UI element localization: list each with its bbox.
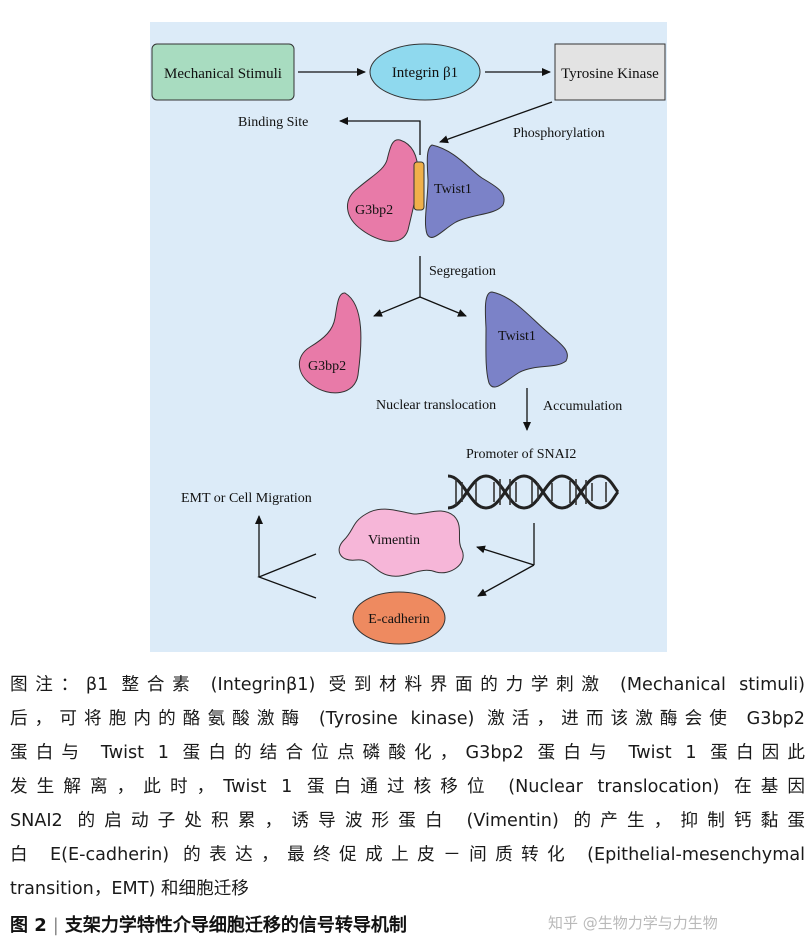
binding-site-bar: [413, 161, 425, 211]
g3bp2-shape-free: [298, 292, 362, 394]
caption-line: 蛋白与 Twist 1 蛋白的结合位点磷酸化，G3bp2 蛋白与 Twist 1…: [10, 743, 805, 763]
tyrosine-kinase-label: Tyrosine Kinase: [561, 66, 659, 82]
promoter-label: Promoter of SNAI2: [466, 447, 576, 462]
tyrosine-kinase-box: [554, 43, 666, 101]
dna-helix-icon: [447, 474, 620, 510]
caption-line: 白 E(E-cadherin) 的表达，最终促成上皮－间质转化 (Epithel…: [10, 845, 805, 865]
arrow-segregation-left: [373, 296, 421, 317]
emt-join-line: [257, 553, 317, 599]
segregation-label: Segregation: [429, 264, 496, 279]
e-cadherin-label: E-cadherin: [368, 612, 429, 627]
caption-line: 发生解离，此时，Twist 1 蛋白通过核移位 (Nuclear translo…: [10, 777, 805, 797]
twist1-shape-free: [484, 291, 568, 388]
nuclear-translocation-label: Nuclear translocation: [376, 398, 496, 413]
integrin-ellipse: [369, 43, 481, 101]
g3bp2-label-complex: G3bp2: [355, 203, 393, 218]
e-cadherin-ellipse: [352, 591, 446, 645]
arrow-to-e-cadherin: [477, 564, 535, 597]
caption-line: 图注：β1 整合素 (Integrinβ1) 受到材料界面的力学刺激 (Mech…: [10, 675, 805, 695]
figure-separator: |: [52, 915, 59, 936]
figure-title: 图 2|支架力学特性介导细胞迁移的信号转导机制: [10, 911, 407, 937]
integrin-label: Integrin β1: [392, 65, 458, 81]
caption-line: transition，EMT) 和细胞迁移: [10, 879, 249, 899]
vimentin-shape: [338, 508, 464, 577]
arrow-binding-site: [339, 117, 421, 155]
g3bp2-shape-complex: [347, 139, 419, 242]
arrow-phosphorylation: [439, 101, 553, 144]
figure-caption: 图注：β1 整合素 (Integrinβ1) 受到材料界面的力学刺激 (Mech…: [10, 668, 805, 906]
arrow-segregation-right: [419, 296, 467, 317]
twist1-label-free: Twist1: [498, 329, 536, 344]
binding-site-label: Binding Site: [238, 115, 308, 130]
accumulation-label: Accumulation: [543, 399, 622, 414]
caption-line: SNAI2 的启动子处积累，诱导波形蛋白 (Vimentin) 的产生，抑制钙黏…: [10, 811, 805, 831]
vimentin-label: Vimentin: [368, 533, 420, 548]
arrow-to-vimentin: [476, 545, 535, 566]
watermark: 知乎 @生物力学与力生物: [548, 914, 718, 932]
twist1-shape-complex: [424, 144, 505, 238]
signaling-diagram: Mechanical Stimuli Integrin β1 Tyrosine …: [151, 43, 666, 645]
mechanical-stimuli-box: [151, 43, 295, 101]
mechanical-stimuli-label: Mechanical Stimuli: [164, 66, 282, 82]
phosphorylation-label: Phosphorylation: [513, 126, 605, 141]
figure-number: 图 2: [10, 915, 47, 936]
g3bp2-label-free: G3bp2: [308, 359, 346, 374]
twist1-label-complex: Twist1: [434, 182, 472, 197]
caption-line: 后，可将胞内的酪氨酸激酶 (Tyrosine kinase) 激活，进而该激酶会…: [10, 709, 805, 729]
emt-label: EMT or Cell Migration: [181, 491, 312, 506]
figure-title-text: 支架力学特性介导细胞迁移的信号转导机制: [64, 915, 407, 936]
